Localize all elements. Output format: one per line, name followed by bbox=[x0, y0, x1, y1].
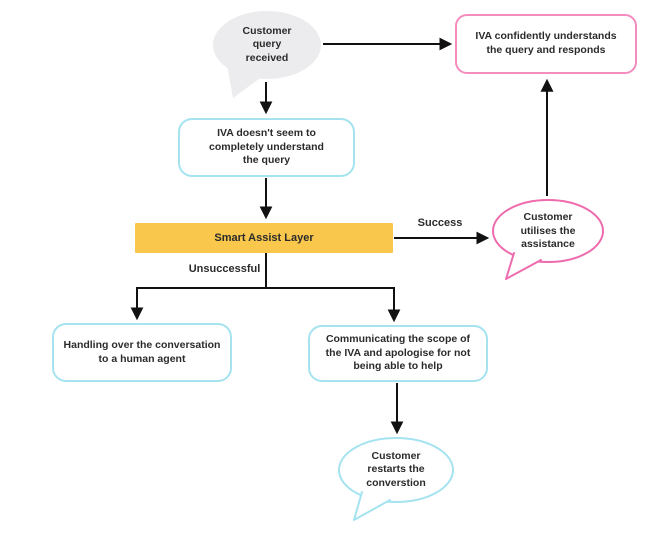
customer-query-bubble-tail bbox=[227, 65, 263, 98]
handover-box: Handling over the conversation to a huma… bbox=[52, 323, 232, 382]
smart-assist-layer-box: Smart Assist Layer bbox=[135, 223, 393, 253]
customer-restarts-bubble-shape bbox=[338, 437, 454, 503]
iva-doesnt-understand-box: IVA doesn't seem to completely understan… bbox=[178, 118, 355, 177]
communicate-scope-box: Communicating the scope of the IVA and a… bbox=[308, 325, 488, 382]
iva-understands-box: IVA confidently understands the query an… bbox=[455, 14, 637, 74]
customer-utilises-bubble-label: Customer utilises the assistance bbox=[520, 211, 576, 251]
customer-utilises-bubble-tail bbox=[505, 252, 542, 280]
customer-query-bubble-label: Customer query received bbox=[242, 24, 292, 64]
unsuccessful-edge-label: Unsuccessful bbox=[188, 263, 261, 275]
customer-restarts-bubble-tail bbox=[353, 491, 391, 521]
customer-query-bubble-shape bbox=[213, 11, 321, 79]
success-edge-label: Success bbox=[417, 217, 463, 229]
customer-utilises-bubble-shape bbox=[492, 199, 604, 263]
customer-restarts-bubble-label: Customer restarts the converstion bbox=[366, 449, 426, 489]
